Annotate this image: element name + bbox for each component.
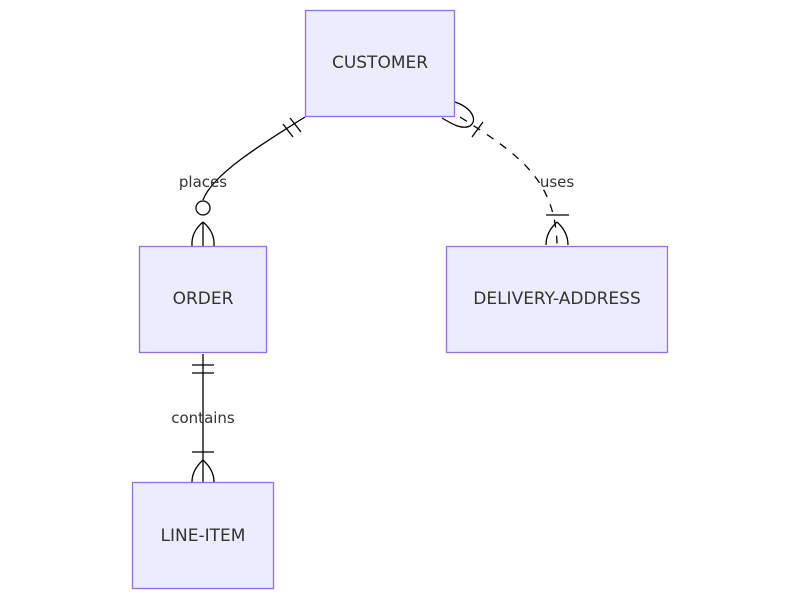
uses-delivery-address-one-or-more-marker bbox=[545, 214, 569, 246]
relationship-label-places: places bbox=[179, 173, 227, 191]
relationship-label-contains: contains bbox=[171, 409, 235, 427]
entity-customer-box bbox=[304, 9, 456, 118]
entity-order-box bbox=[138, 245, 268, 354]
entity-order-label: ORDER bbox=[173, 289, 234, 309]
entity-line-item-label: LINE-ITEM bbox=[161, 526, 246, 546]
entity-line-item[interactable]: LINE-ITEM bbox=[131, 481, 275, 590]
entity-delivery-address-box bbox=[445, 245, 669, 354]
entity-delivery-address[interactable]: DELIVERY-ADDRESS bbox=[445, 245, 669, 354]
places-order-zero-or-more-marker bbox=[191, 200, 215, 247]
relationship-label-uses: uses bbox=[540, 173, 575, 191]
entity-order[interactable]: ORDER bbox=[138, 245, 268, 354]
contains-order-exactly-one-marker bbox=[192, 364, 214, 374]
relationship-line-uses bbox=[459, 116, 558, 245]
entity-delivery-address-label: DELIVERY-ADDRESS bbox=[473, 289, 641, 309]
entity-line-item-box bbox=[131, 481, 275, 590]
contains-line-item-one-or-more-marker bbox=[191, 451, 215, 483]
places-customer-exactly-one-marker bbox=[282, 117, 302, 138]
entity-customer-label: CUSTOMER bbox=[332, 53, 428, 73]
uses-customer-one-or-more-marker bbox=[441, 101, 484, 138]
entity-customer[interactable]: CUSTOMER bbox=[304, 9, 456, 118]
relationship-line-places bbox=[202, 116, 306, 201]
